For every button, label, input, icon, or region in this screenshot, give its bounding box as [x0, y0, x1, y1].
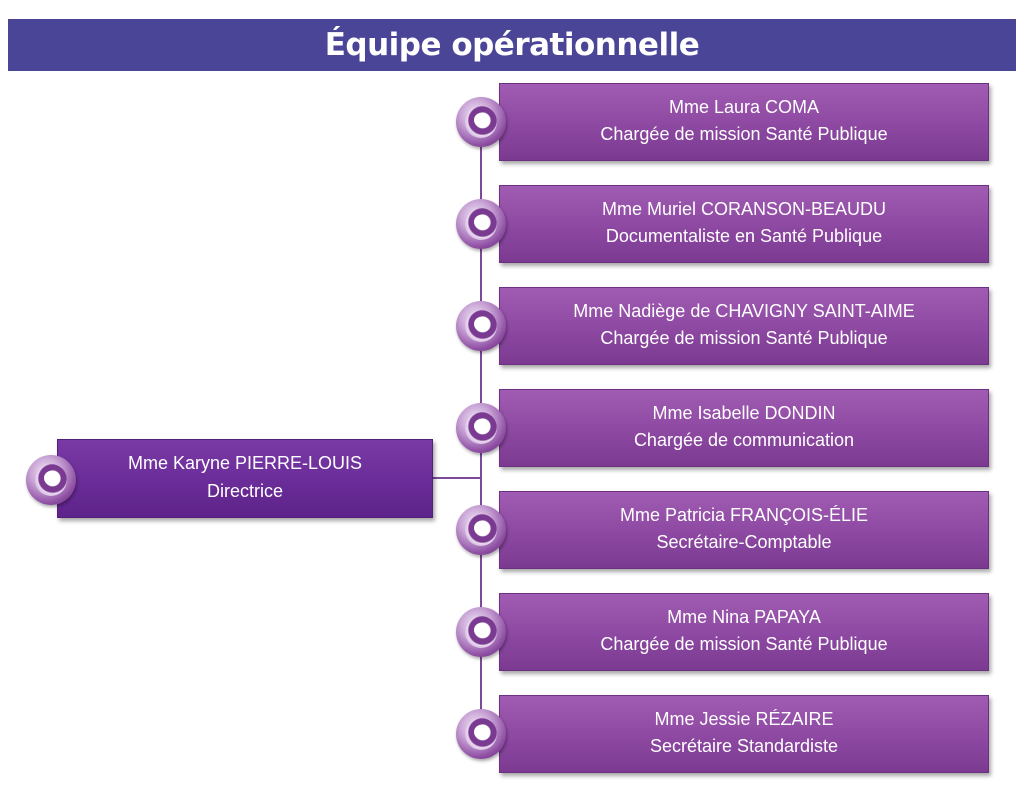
circle-badge-icon — [456, 505, 506, 555]
member-box: Mme Patricia FRANÇOIS-ÉLIE Secrétaire-Co… — [499, 491, 989, 569]
member-name: Mme Jessie RÉZAIRE — [654, 708, 834, 729]
director-role: Directrice — [206, 481, 283, 501]
circle-badge-icon — [26, 455, 76, 505]
member-box: Mme Jessie RÉZAIRE Secrétaire Standardis… — [499, 695, 989, 773]
director-box: Mme Karyne PIERRE-LOUIS Directrice — [57, 439, 433, 518]
circle-badge-icon — [456, 403, 506, 453]
page-title: Équipe opérationnelle — [324, 27, 700, 63]
title-bar: Équipe opérationnelle — [8, 19, 1016, 71]
member-box: Mme Nadiège de CHAVIGNY SAINT-AIME Charg… — [499, 287, 989, 365]
member-name: Mme Nadiège de CHAVIGNY SAINT-AIME — [573, 300, 915, 321]
member-role: Chargée de mission Santé Publique — [600, 634, 888, 655]
member-name: Mme Laura COMA — [668, 96, 820, 117]
circle-badge-icon — [456, 607, 506, 657]
member-box: Mme Laura COMA Chargée de mission Santé … — [499, 83, 989, 161]
member-box: Mme Nina PAPAYA Chargée de mission Santé… — [499, 593, 989, 671]
member-role: Secrétaire-Comptable — [656, 532, 832, 553]
member-name: Mme Nina PAPAYA — [667, 606, 821, 627]
director-name: Mme Karyne PIERRE-LOUIS — [127, 453, 363, 473]
member-role: Documentaliste en Santé Publique — [605, 226, 883, 247]
member-role: Chargée de mission Santé Publique — [600, 328, 888, 349]
member-role: Secrétaire Standardiste — [649, 736, 839, 757]
member-box: Mme Isabelle DONDIN Chargée de communica… — [499, 389, 989, 467]
member-name: Mme Isabelle DONDIN — [652, 402, 836, 423]
circle-badge-icon — [456, 301, 506, 351]
member-name: Mme Muriel CORANSON-BEAUDU — [601, 198, 887, 219]
connector-horizontal — [433, 477, 481, 479]
circle-badge-icon — [456, 97, 506, 147]
member-box: Mme Muriel CORANSON-BEAUDU Documentalist… — [499, 185, 989, 263]
member-role: Chargée de communication — [633, 430, 855, 451]
member-name: Mme Patricia FRANÇOIS-ÉLIE — [619, 504, 869, 525]
circle-badge-icon — [456, 199, 506, 249]
circle-badge-icon — [456, 709, 506, 759]
member-role: Chargée de mission Santé Publique — [600, 124, 888, 145]
